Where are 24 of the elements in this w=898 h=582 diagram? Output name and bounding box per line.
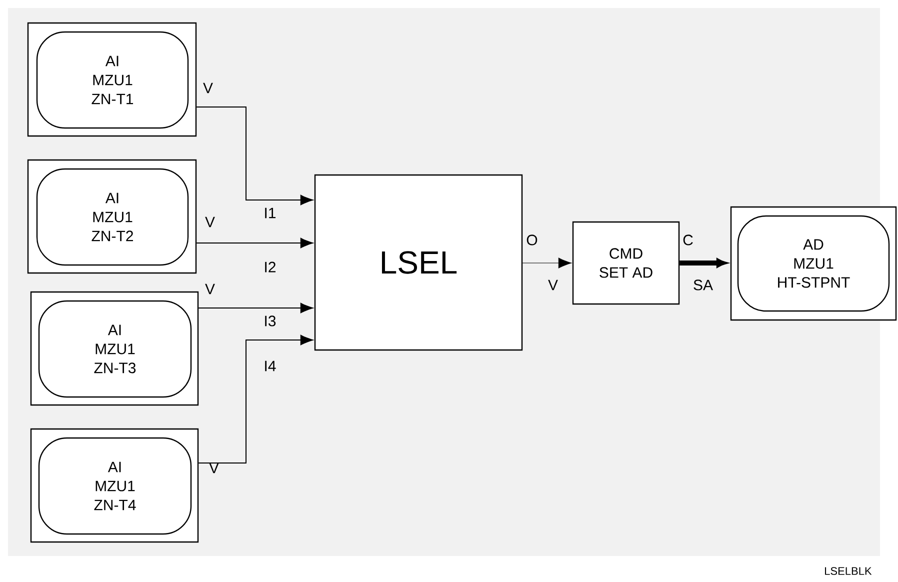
port-label: I1 (265, 208, 276, 218)
arrow (196, 106, 313, 206)
arrow (198, 302, 313, 314)
port-label: SA (694, 280, 713, 290)
port-label: I2 (265, 262, 276, 272)
port-label: V (205, 216, 215, 228)
arrow (522, 258, 572, 268)
port-label: I3 (265, 316, 276, 326)
port-label: I4 (265, 360, 276, 372)
port-label: C (683, 234, 693, 246)
port-label: V (548, 280, 558, 290)
function-block: LSEL (314, 174, 523, 351)
figure-code: LSELBLK (825, 567, 872, 575)
rounded-box: AD MZU1 HT-STPNT (737, 215, 890, 312)
rounded-box: AI MZU1 ZN-T1 (36, 31, 189, 129)
port-label: O (526, 234, 538, 246)
arrow (196, 238, 313, 248)
rounded-box: AI MZU1 ZN-T3 (38, 300, 192, 398)
command-box: CMD SET AD (572, 221, 680, 305)
port-label: V (205, 284, 215, 294)
port-label: V (203, 82, 213, 94)
arrow (198, 334, 313, 464)
rounded-box: AI MZU1 ZN-T4 (38, 437, 192, 535)
rounded-box: AI MZU1 ZN-T2 (36, 168, 189, 266)
